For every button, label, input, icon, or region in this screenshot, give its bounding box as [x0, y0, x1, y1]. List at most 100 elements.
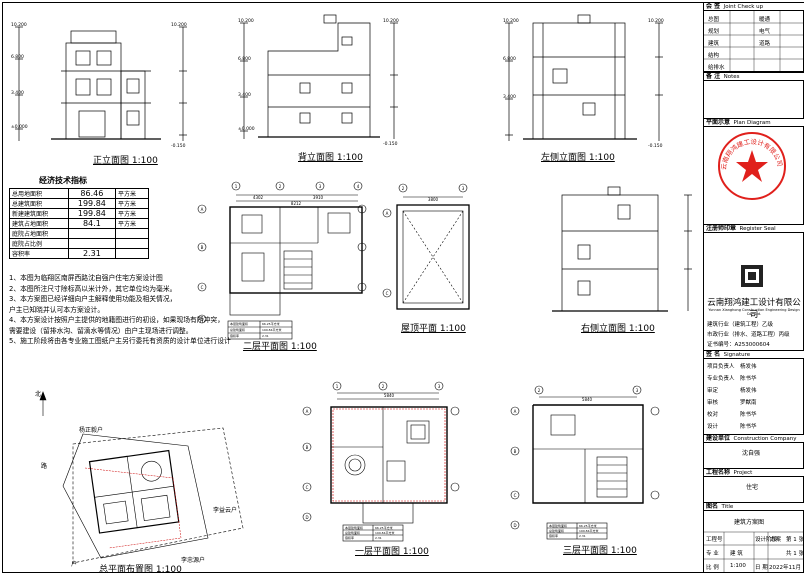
plan-table-cell: 2.31: [262, 334, 269, 338]
stats-label: 建筑占地面积: [9, 218, 69, 229]
client-name: 沈自强: [742, 450, 761, 457]
left-level-top: 10.200: [503, 18, 519, 24]
date-value: 2022年11月: [769, 565, 801, 571]
axis-label: 4: [357, 184, 360, 189]
stats-unit: [115, 228, 149, 239]
sign-item: 暖通: [759, 17, 771, 23]
stats-value: [67, 228, 117, 239]
back-elevation: 10.200 6.800 3.400 ±0.000 10.200 -0.150: [238, 14, 399, 147]
keyplan-header: 平面示意 Plan Diagram: [704, 118, 804, 127]
title-header: 图名 Title: [704, 502, 804, 511]
project-header: 工程名称 Project: [704, 468, 804, 477]
back-level-top-r: 10.200: [383, 18, 399, 24]
plan-table-cell: 66.25平方米: [579, 523, 597, 528]
stats-label: 庭院占比例: [9, 238, 69, 249]
note-line: 3、本方案图已经详细向户主解释使用功能及相关情况，: [9, 295, 177, 303]
stats-row: 庭院占地面积: [9, 228, 149, 239]
dim-label: 5840: [582, 397, 593, 402]
note-line: 2、本图所注尺寸除标高以米计外，其它单位均为毫米。: [9, 284, 177, 293]
axis-label: 2: [538, 388, 541, 393]
stats-unit: 平方米: [115, 188, 149, 199]
axis-label: D: [513, 523, 516, 528]
site-plan-caption: 总平面布置图 1:100: [99, 565, 182, 573]
signature-role: 审定: [707, 388, 719, 394]
note-line: 需要建设（留排水沟、留滴水等情况）由户主现场进行调整。: [9, 326, 193, 335]
front-elevation: 10.200 6.800 3.400 ±0.000 10.200 -0.150: [11, 22, 187, 149]
signature-role: 设计: [707, 424, 719, 430]
neighbor-label: 户: [71, 560, 77, 568]
signature-name: 陈书华: [740, 412, 757, 418]
axis-label: A: [386, 211, 389, 216]
plan-table-cell: 总建筑面积: [230, 327, 245, 332]
sign-item: 结构: [708, 53, 720, 59]
plan-table-cell: 199.84平方米: [579, 528, 599, 533]
meeting-header: 会 签 Joint Check up: [704, 2, 804, 11]
stats-value: 199.84: [67, 198, 117, 209]
axis-label: 2: [279, 184, 282, 189]
notes-header: 备 注 Notes: [704, 72, 804, 81]
site-plan: 北 杨正毅户 李益云户 李忠源户 路 户: [35, 390, 244, 568]
note-line: 4、本方案设计按照户主提供的地籍图进行的初设，如果现场有所冲突，: [9, 316, 225, 324]
back-level-ground: ±0.000: [238, 126, 255, 132]
company-logo-icon: [741, 265, 763, 287]
project-name: 住宅: [746, 484, 759, 491]
signature-name: 杨发伟: [740, 364, 757, 370]
neighbor-label: 李益云户: [213, 506, 237, 514]
axis-label: C: [514, 493, 517, 498]
sign-item: 给排水: [708, 65, 725, 71]
back-level-base: -0.150: [383, 141, 398, 147]
plan-table-cell: 容积率: [549, 533, 558, 538]
axis-label: C: [201, 285, 204, 290]
sign-grid: [704, 2, 804, 72]
north-label: 北: [35, 390, 41, 398]
project-number-label: 工程号: [706, 537, 723, 543]
left-elevation: 10.200 6.800 3.400 10.200 -0.150: [503, 14, 664, 149]
signature-role: 项目负责人: [707, 364, 735, 370]
stats-value: 199.84: [67, 208, 117, 219]
sign-item: 规划: [708, 29, 720, 35]
sheet-label: 第 1 张: [786, 537, 804, 543]
front-level-ground: ±0.000: [11, 124, 28, 130]
signature-role: 专业负责人: [707, 376, 735, 382]
stats-unit: 平方米: [115, 218, 149, 229]
stats-unit: 平方米: [115, 208, 149, 219]
left-level-top-r: 10.200: [648, 18, 664, 24]
note-line: 1、本图为临翔区南屏西路沈自强户住宅方案设计图: [9, 274, 163, 282]
first-floor-plan: 1 2 3 A B C D 5840 本层建筑面积 66.25平方米 总建筑面积…: [302, 381, 460, 542]
front-level-base: -0.150: [171, 143, 186, 149]
axis-label: A: [306, 409, 309, 414]
plan-table-cell: 总建筑面积: [549, 528, 564, 533]
client-header: 建设单位 Construction Company: [704, 434, 804, 443]
back-level-top: 10.200: [238, 18, 254, 24]
front-elevation-caption: 正立面图 1:100: [93, 156, 158, 166]
axis-label: B: [201, 245, 204, 250]
axis-label: B: [306, 445, 309, 450]
right-elevation-caption: 右侧立面图 1:100: [581, 324, 655, 334]
right-elevation: [552, 186, 692, 312]
front-level-mid: 6.800: [11, 54, 24, 60]
neighbor-label: 杨正毅户: [79, 426, 103, 434]
left-elevation-caption: 左侧立面图 1:100: [541, 153, 615, 163]
stats-unit: [115, 248, 149, 259]
axis-label: A: [201, 207, 204, 212]
stats-value: 2.31: [67, 248, 117, 259]
plan-table-cell: 总建筑面积: [345, 530, 360, 535]
stats-value: 86.46: [67, 188, 117, 199]
axis-label: D: [305, 515, 308, 520]
sign-item: 总图: [708, 17, 720, 23]
dim-label: 3910: [313, 195, 324, 200]
plan-table-cell: 容积率: [230, 333, 239, 338]
axis-label: B: [514, 449, 517, 454]
third-floor-caption: 三层平面图 1:100: [563, 546, 637, 556]
company-name: 云南翔鸿建工设计有限公司: [707, 298, 801, 320]
axis-label: 1: [336, 384, 339, 389]
note-line: 户主已知晓并认可本方案设计。: [9, 305, 105, 314]
stats-label: 总建筑面积: [9, 198, 69, 209]
plan-table-cell: 2.31: [579, 534, 586, 538]
plan-table-cell: 199.84平方米: [262, 327, 282, 332]
